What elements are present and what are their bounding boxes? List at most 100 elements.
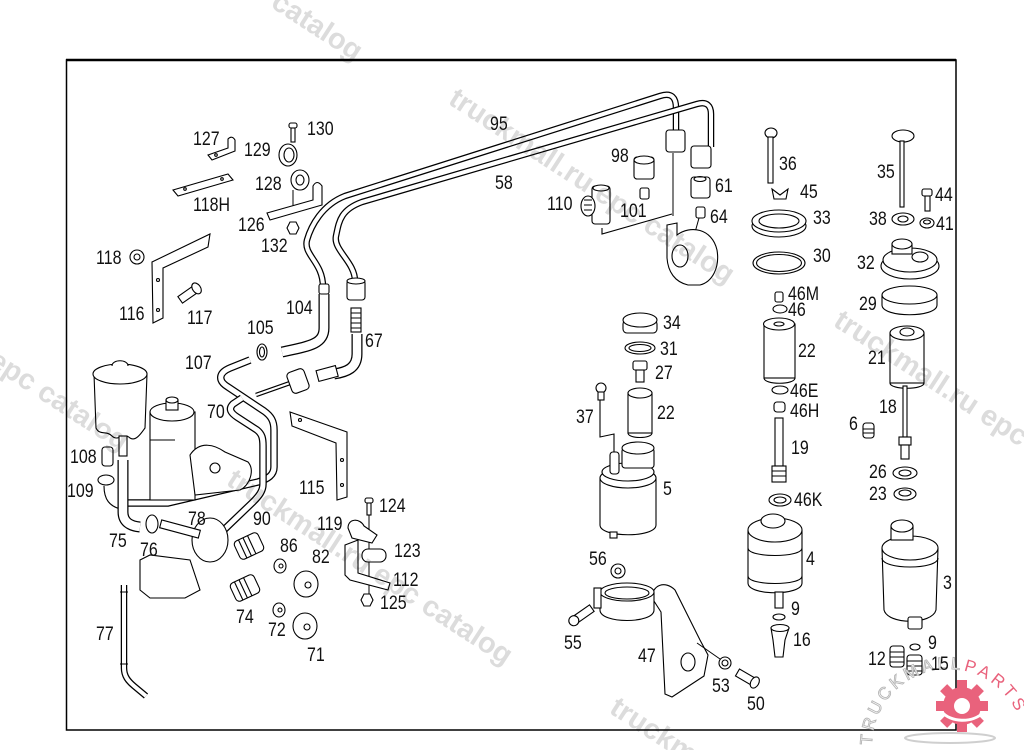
- callout-58[interactable]: 58: [495, 173, 513, 194]
- callout-61[interactable]: 61: [715, 176, 733, 197]
- callout-19[interactable]: 19: [791, 438, 809, 459]
- callout-22[interactable]: 22: [657, 403, 675, 424]
- callout-18[interactable]: 18: [879, 397, 897, 418]
- callout-124[interactable]: 124: [379, 496, 406, 517]
- callout-47[interactable]: 47: [638, 646, 656, 667]
- callout-56[interactable]: 56: [589, 549, 607, 570]
- callout-53[interactable]: 53: [712, 676, 730, 697]
- callout-3[interactable]: 3: [943, 573, 952, 594]
- callout-132[interactable]: 132: [261, 236, 288, 257]
- callout-30[interactable]: 30: [813, 246, 831, 267]
- callout-45[interactable]: 45: [800, 182, 818, 203]
- callout-35[interactable]: 35: [877, 162, 895, 183]
- part-109-clamp: [97, 474, 121, 510]
- callout-119[interactable]: 119: [317, 514, 343, 535]
- callout-108[interactable]: 108: [70, 447, 97, 468]
- callout-46[interactable]: 46: [788, 300, 806, 321]
- callout-27[interactable]: 27: [655, 363, 673, 384]
- part-71-rubber-bushing: [292, 612, 318, 640]
- callout-38[interactable]: 38: [869, 209, 887, 230]
- callout-32[interactable]: 32: [857, 253, 875, 274]
- part-67-hose: [286, 277, 366, 394]
- callout-95[interactable]: 95: [490, 114, 508, 135]
- callout-130[interactable]: 130: [307, 119, 334, 140]
- callout-5[interactable]: 5: [663, 479, 672, 500]
- callout-127[interactable]: 127: [193, 129, 220, 150]
- callout-26[interactable]: 26: [869, 462, 887, 483]
- callout-90[interactable]: 90: [253, 509, 271, 530]
- callout-46E[interactable]: 46E: [790, 381, 819, 402]
- part-45-wing-nut: [771, 187, 789, 200]
- callout-128[interactable]: 128: [255, 174, 282, 195]
- callout-74[interactable]: 74: [236, 607, 254, 628]
- callout-23[interactable]: 23: [869, 484, 887, 505]
- part-76-clamp: [145, 514, 159, 534]
- part-46K-seal: [768, 493, 792, 507]
- callout-12[interactable]: 12: [868, 649, 886, 670]
- part-26-washer: [892, 466, 918, 480]
- callout-71[interactable]: 71: [307, 645, 325, 666]
- callout-78[interactable]: 78: [188, 509, 206, 530]
- callout-115[interactable]: 115: [299, 478, 325, 499]
- part-12-plug: [889, 645, 905, 668]
- callout-50[interactable]: 50: [747, 694, 765, 715]
- callout-123[interactable]: 123: [394, 541, 421, 562]
- part-46H-spacer: [773, 401, 786, 413]
- callout-86[interactable]: 86: [280, 536, 298, 557]
- callout-72[interactable]: 72: [268, 620, 286, 641]
- part-30-ring: [752, 251, 806, 275]
- callout-101[interactable]: 101: [620, 201, 647, 222]
- callout-112[interactable]: 112: [393, 570, 419, 591]
- callout-55[interactable]: 55: [564, 633, 582, 654]
- part-112-bracket-assembly: [344, 497, 391, 607]
- callout-22-center[interactable]: 22: [798, 341, 816, 362]
- callout-64[interactable]: 64: [710, 207, 728, 228]
- part-44-bolt: [921, 188, 933, 212]
- callout-104[interactable]: 104: [286, 298, 313, 319]
- callout-105[interactable]: 105: [247, 318, 274, 339]
- callout-126[interactable]: 126: [238, 215, 265, 236]
- callout-16[interactable]: 16: [793, 630, 811, 651]
- callout-109[interactable]: 109: [67, 481, 94, 502]
- part-4-filter-housing: [747, 513, 803, 594]
- callout-9-right[interactable]: 9: [928, 633, 937, 654]
- callout-9-center[interactable]: 9: [791, 599, 800, 620]
- callout-75[interactable]: 75: [109, 531, 127, 552]
- callout-44[interactable]: 44: [935, 185, 953, 206]
- callout-110[interactable]: 110: [547, 194, 573, 215]
- callout-41[interactable]: 41: [936, 214, 954, 235]
- callout-46M[interactable]: 46M: [788, 284, 820, 305]
- callout-37[interactable]: 37: [576, 407, 594, 428]
- callout-77[interactable]: 77: [96, 624, 114, 645]
- callout-33[interactable]: 33: [813, 208, 831, 229]
- callout-98[interactable]: 98: [611, 146, 629, 167]
- callout-34[interactable]: 34: [663, 313, 681, 334]
- part-126-bracket: [266, 181, 323, 221]
- part-19-center-tube: [771, 417, 787, 483]
- callout-129[interactable]: 129: [244, 140, 271, 161]
- callout-31[interactable]: 31: [660, 339, 678, 360]
- callout-46K[interactable]: 46K: [794, 490, 823, 511]
- part-36-dipstick: [764, 127, 778, 184]
- callout-36[interactable]: 36: [779, 154, 797, 175]
- callout-76[interactable]: 76: [140, 540, 158, 561]
- callout-6[interactable]: 6: [849, 414, 858, 435]
- callout-118H[interactable]: 118H: [193, 195, 230, 216]
- callout-116[interactable]: 116: [119, 304, 145, 325]
- callout-107[interactable]: 107: [185, 353, 212, 374]
- callout-46H[interactable]: 46H: [790, 401, 820, 422]
- callout-29[interactable]: 29: [859, 294, 877, 315]
- callout-125[interactable]: 125: [380, 593, 407, 614]
- callout-67[interactable]: 67: [365, 331, 383, 352]
- part-32-cover: [880, 238, 940, 280]
- callout-82[interactable]: 82: [312, 547, 330, 568]
- callout-70[interactable]: 70: [207, 402, 225, 423]
- callout-117[interactable]: 117: [187, 308, 213, 329]
- callout-118[interactable]: 118: [96, 248, 122, 269]
- part-9-ring-right: [909, 643, 921, 651]
- part-95-pipe: [303, 91, 680, 288]
- callout-21[interactable]: 21: [868, 348, 886, 369]
- callout-15[interactable]: 15: [931, 654, 949, 675]
- callout-4[interactable]: 4: [806, 549, 815, 570]
- part-116-bracket: [151, 233, 211, 324]
